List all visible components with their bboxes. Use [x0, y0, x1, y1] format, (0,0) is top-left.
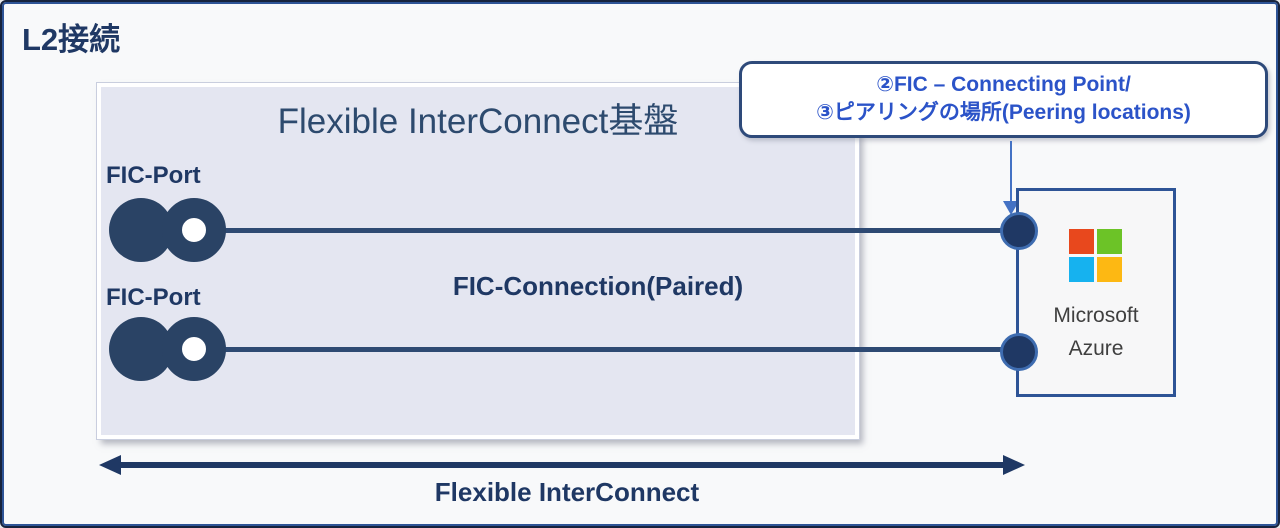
page-title: L2接続 — [22, 22, 121, 57]
flexible-interconnect-label: Flexible InterConnect — [434, 477, 700, 507]
ms-logo-square-red — [1069, 229, 1094, 254]
fic-port-label-2: FIC-Port — [106, 284, 201, 311]
connecting-point-node-1 — [1000, 212, 1038, 250]
fic-port-icon-1-ring — [162, 198, 226, 262]
fic-connection-label: FIC-Connection(Paired) — [452, 271, 744, 301]
callout-line-2: ③ピアリングの場所(Peering locations) — [816, 101, 1191, 124]
azure-label-line-1: Microsoft — [1053, 304, 1139, 327]
ms-logo-square-blue — [1069, 257, 1094, 282]
fic-platform-box: Flexible InterConnect基盤 — [96, 82, 860, 440]
callout-arrow-line — [1010, 141, 1012, 201]
span-arrow-right-head-icon — [1003, 455, 1025, 475]
platform-title: Flexible InterConnect基盤 — [277, 102, 679, 141]
callout-arrow-head-icon — [1003, 201, 1019, 215]
connecting-point-node-2 — [1000, 333, 1038, 371]
ms-logo-square-green — [1097, 229, 1122, 254]
connection-line-2 — [222, 347, 1004, 352]
microsoft-azure-box: Microsoft Azure — [1016, 188, 1176, 397]
fic-port-icon-2-ring — [162, 317, 226, 381]
azure-label: Microsoft Azure — [1019, 299, 1173, 365]
ms-logo-square-yellow — [1097, 257, 1122, 282]
span-arrow-line — [119, 462, 1005, 468]
azure-label-line-2: Azure — [1068, 337, 1124, 360]
callout-line-1: ②FIC – Connecting Point/ — [876, 73, 1131, 96]
microsoft-logo-icon — [1069, 229, 1122, 282]
fic-port-label-1: FIC-Port — [106, 162, 201, 189]
span-arrow-left-head-icon — [99, 455, 121, 475]
connection-line-1 — [222, 228, 1004, 233]
callout-box: ②FIC – Connecting Point/ ③ピアリングの場所(Peeri… — [739, 61, 1268, 138]
